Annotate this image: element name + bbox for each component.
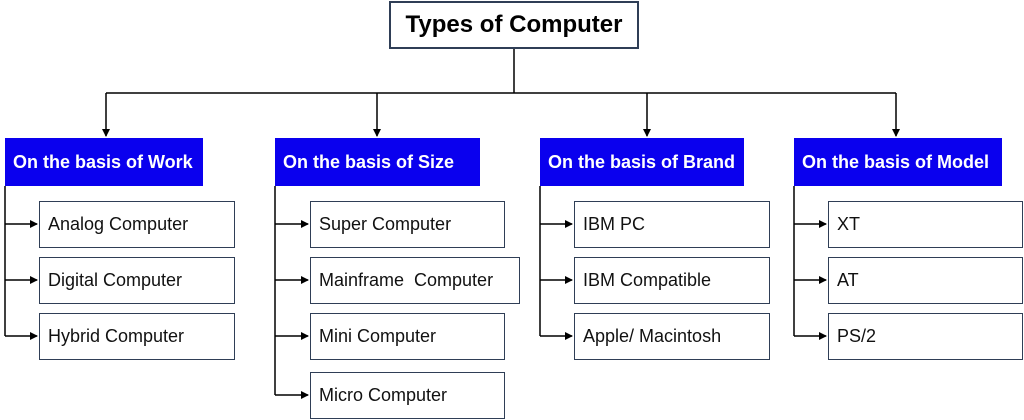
item-label: IBM PC	[583, 214, 646, 234]
item-at: AT	[828, 257, 1023, 304]
root-node-label: Types of Computer	[405, 11, 623, 38]
item-label: Apple/ Macintosh	[583, 326, 722, 346]
item-label: AT	[837, 270, 859, 290]
item-label: Mini Computer	[319, 326, 437, 346]
item-mini-computer: Mini Computer	[310, 313, 505, 360]
category-size: On the basis of Size	[275, 138, 480, 186]
item-apple-macintosh: Apple/ Macintosh	[574, 313, 770, 360]
item-ibm-pc: IBM PC	[574, 201, 770, 248]
item-label: Analog Computer	[48, 214, 189, 234]
item-label: Digital Computer	[48, 270, 183, 290]
item-analog-computer: Analog Computer	[39, 201, 235, 248]
item-xt: XT	[828, 201, 1023, 248]
item-label: Hybrid Computer	[48, 326, 185, 346]
item-hybrid-computer: Hybrid Computer	[39, 313, 235, 360]
category-work: On the basis of Work	[5, 138, 203, 186]
category-brand-label: On the basis of Brand	[548, 151, 736, 172]
item-label: IBM Compatible	[583, 270, 712, 290]
item-ps2: PS/2	[828, 313, 1023, 360]
item-label: PS/2	[837, 326, 877, 346]
item-micro-computer: Micro Computer	[310, 372, 505, 419]
item-super-computer: Super Computer	[310, 201, 505, 248]
item-digital-computer: Digital Computer	[39, 257, 235, 304]
item-label: Mainframe Computer	[319, 270, 494, 290]
category-model-label: On the basis of Model	[802, 151, 990, 172]
item-label: Micro Computer	[319, 385, 448, 405]
category-size-label: On the basis of Size	[283, 151, 455, 172]
item-label: Super Computer	[319, 214, 452, 234]
item-mainframe-computer: Mainframe Computer	[310, 257, 520, 304]
category-model: On the basis of Model	[794, 138, 1002, 186]
category-brand: On the basis of Brand	[540, 138, 744, 186]
category-work-label: On the basis of Work	[13, 151, 193, 172]
item-ibm-compatible: IBM Compatible	[574, 257, 770, 304]
item-label: XT	[837, 214, 861, 234]
root-node: Types of Computer	[389, 1, 639, 49]
